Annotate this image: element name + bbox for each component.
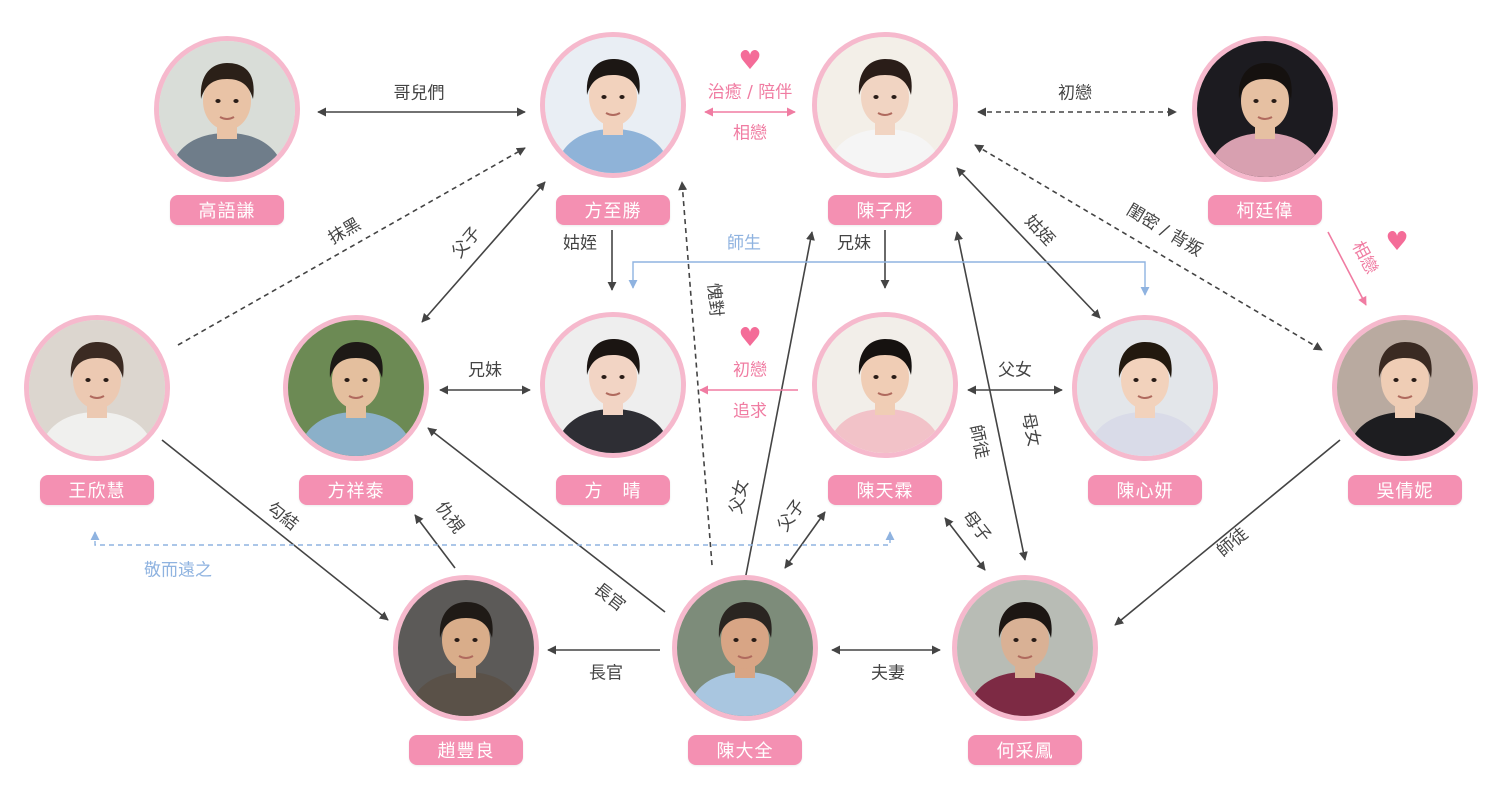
portrait-young-man-icon <box>283 315 429 461</box>
label-wang-tl: 敬而遠之 <box>144 560 212 581</box>
name-tag: 陳心妍 <box>1088 475 1202 505</box>
portrait-young-woman-icon <box>540 312 686 458</box>
link-wang-fz <box>177 147 526 346</box>
label-dq-he: 夫妻 <box>871 663 905 684</box>
portrait-young-man-icon <box>1192 36 1338 182</box>
label-cz-ke: 初戀 <box>1058 83 1092 104</box>
name-tag: 王欣慧 <box>40 475 154 505</box>
link-cz-xy <box>956 167 1101 319</box>
name-tag: 陳大全 <box>688 735 802 765</box>
label-xy-tl: 父女 <box>998 360 1032 381</box>
portrait-middle-aged-man-icon <box>393 575 539 721</box>
name-tag: 趙豐良 <box>409 735 523 765</box>
label-fq-xy: 師生 <box>727 233 761 254</box>
heart-icon: ♥ <box>738 46 762 76</box>
link-wang-zhao <box>161 439 389 621</box>
label-fz-fq: 姑姪 <box>563 233 597 254</box>
name-tag: 何采鳳 <box>968 735 1082 765</box>
link-cz-wu <box>974 144 1323 351</box>
link-wu-he <box>1114 439 1341 626</box>
portrait-young-man-icon <box>812 312 958 458</box>
portrait-older-man-icon <box>672 575 818 721</box>
label-fz-cz-top: 治癒 / 陪伴 <box>707 82 793 103</box>
label-cz-tl: 兄妹 <box>837 233 871 254</box>
link-tl-he <box>944 517 986 571</box>
link-zhao-fx <box>414 514 456 569</box>
portrait-young-woman-icon <box>1332 315 1478 461</box>
link-dq-fz <box>678 181 713 566</box>
label-fz-cz-bottom: 相戀 <box>733 123 767 144</box>
portrait-young-man-icon <box>154 36 300 182</box>
portrait-middle-aged-woman-icon <box>952 575 1098 721</box>
name-tag: 方祥泰 <box>299 475 413 505</box>
portrait-girl-icon <box>1072 315 1218 461</box>
label-fq-fx: 兄妹 <box>468 360 502 381</box>
label-gao-fang: 哥兒們 <box>393 83 445 104</box>
link-dq-fx <box>427 427 666 613</box>
name-tag: 方至勝 <box>556 195 670 225</box>
heart-icon: ♥ <box>738 323 762 353</box>
label-dq-zhao: 長官 <box>589 663 623 684</box>
name-tag: 方 晴 <box>556 475 670 505</box>
name-tag: 陳子彤 <box>828 195 942 225</box>
portrait-young-woman-icon <box>24 315 170 461</box>
name-tag: 陳天霖 <box>828 475 942 505</box>
link-fx-fz <box>421 181 546 323</box>
label-tl-fq-bottom: 追求 <box>733 401 767 422</box>
portrait-young-woman-icon <box>812 32 958 178</box>
name-tag: 吳倩妮 <box>1348 475 1462 505</box>
link-fq-xy <box>628 261 1150 296</box>
name-tag: 高語謙 <box>170 195 284 225</box>
label-tl-fq-top: 初戀 <box>733 360 767 381</box>
heart-icon: ♥ <box>1385 227 1409 257</box>
label-dq-fz: 愧對 <box>703 282 726 318</box>
name-tag: 柯廷偉 <box>1208 195 1322 225</box>
link-wang-tl <box>90 531 895 546</box>
link-ke-wu <box>1327 231 1367 306</box>
portrait-young-man-icon <box>540 32 686 178</box>
